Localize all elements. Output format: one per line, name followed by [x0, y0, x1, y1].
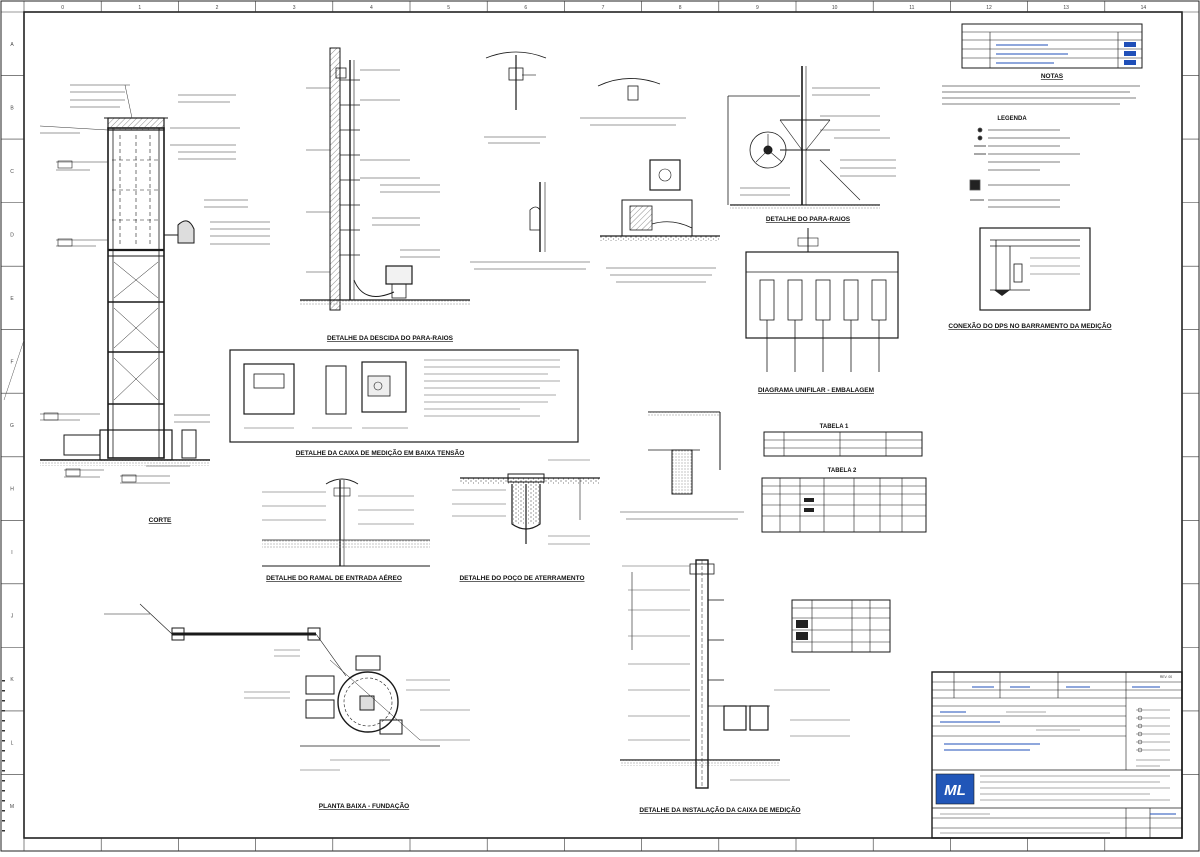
grid-row-label: E	[10, 296, 14, 302]
lightning-descent-callouts	[306, 69, 440, 273]
dps-connection-detail	[979, 227, 1091, 311]
reference-table	[961, 23, 1143, 69]
elevation-title: CORTE	[149, 517, 172, 524]
pole-installation-detail	[620, 559, 850, 789]
elevation-corte	[40, 117, 210, 466]
grounding-well-detail	[452, 459, 600, 545]
lightning-descent-detail	[300, 47, 470, 311]
notes-lines	[942, 85, 1140, 105]
box-detail-title: DETALHE DA CAIXA DE MEDIÇÃO EM BAIXA TEN…	[296, 448, 465, 457]
grid-column-label: 9	[756, 5, 759, 11]
table-1	[763, 431, 923, 457]
unifilar-title: DIAGRAMA UNIFILAR - EMBALAGEM	[758, 387, 874, 394]
aerial-branch-title: DETALHE DO RAMAL DE ENTRADA AÉREO	[266, 573, 402, 582]
left-margin-scale	[2, 339, 25, 832]
cross-arm-title: DETALHE DO PARA-RAIOS	[766, 216, 851, 223]
company-logo: ML	[935, 773, 975, 805]
elevation-level-marks	[43, 160, 137, 483]
pole-installation-title: DETALHE DA INSTALAÇÃO DA CAIXA DE MEDIÇÃ…	[639, 805, 800, 814]
cross-arm-callouts	[740, 87, 896, 196]
grid-column-label: 0	[61, 5, 64, 11]
table2-title: TABELA 2	[828, 468, 857, 474]
grid-row-label: D	[10, 232, 14, 238]
table-3	[791, 599, 891, 653]
grid-column-label: 13	[1063, 5, 1069, 11]
grounding-box-detail	[600, 159, 720, 283]
grid-column-label: 5	[447, 5, 450, 11]
grid-column-label: 14	[1141, 5, 1147, 11]
grid-column-label: 11	[909, 5, 914, 11]
plan-title: PLANTA BAIXA - FUNDAÇÃO	[319, 801, 409, 810]
company-logo-text: ML	[944, 782, 966, 799]
grid-row-label: M	[10, 804, 14, 810]
table1-title: TABELA 1	[820, 424, 849, 430]
grid-column-label: 7	[602, 5, 605, 11]
plan-view-foundation	[104, 603, 470, 771]
title-block	[931, 671, 1183, 839]
measurement-box-detail	[229, 349, 579, 443]
dps-title: CONEXÃO DO DPS NO BARRAMENTO DA MEDIÇÃO	[948, 321, 1111, 330]
grid-row-label: F	[10, 359, 13, 365]
conduit-detail	[620, 411, 744, 520]
grid-row-label: A	[10, 42, 14, 48]
grounding-well-title: DETALHE DO POÇO DE ATERRAMENTO	[459, 575, 584, 582]
unifilar-diagram	[745, 228, 899, 372]
grid-column-label: 2	[216, 5, 219, 11]
legend-title: LEGENDA	[997, 116, 1027, 122]
grid-column-label: 10	[832, 5, 838, 11]
grid-row-label: C	[10, 169, 14, 175]
small-clamp-details	[470, 51, 686, 270]
grid-row-label: L	[11, 741, 14, 747]
grid-row-label: H	[10, 487, 14, 493]
grid-row-label: G	[10, 423, 14, 429]
grid-row-label: J	[11, 614, 14, 620]
pole-top-title: DETALHE DA DESCIDA DO PARA-RAIOS	[327, 335, 454, 342]
grid-column-label: 3	[293, 5, 296, 11]
grid-row-label: B	[10, 105, 14, 111]
grid-column-label: 1	[138, 5, 141, 11]
aerial-branch-detail	[262, 478, 430, 567]
grid-column-label: 4	[370, 5, 373, 11]
table-2	[761, 477, 927, 533]
cross-arm-detail	[727, 66, 880, 210]
title-block-revision: REV. 00	[1160, 675, 1172, 679]
grid-row-label: K	[10, 677, 14, 683]
grid-column-label: 6	[524, 5, 527, 11]
grid-row-label: I	[11, 550, 12, 556]
legend-lines	[969, 127, 1080, 208]
grid-row-markers: A B C D E F G H I J K L M	[1, 11, 1199, 810]
grid-column-label: 12	[986, 5, 992, 11]
grid-column-label: 8	[679, 5, 682, 11]
notes-title: NOTAS	[1041, 73, 1064, 80]
